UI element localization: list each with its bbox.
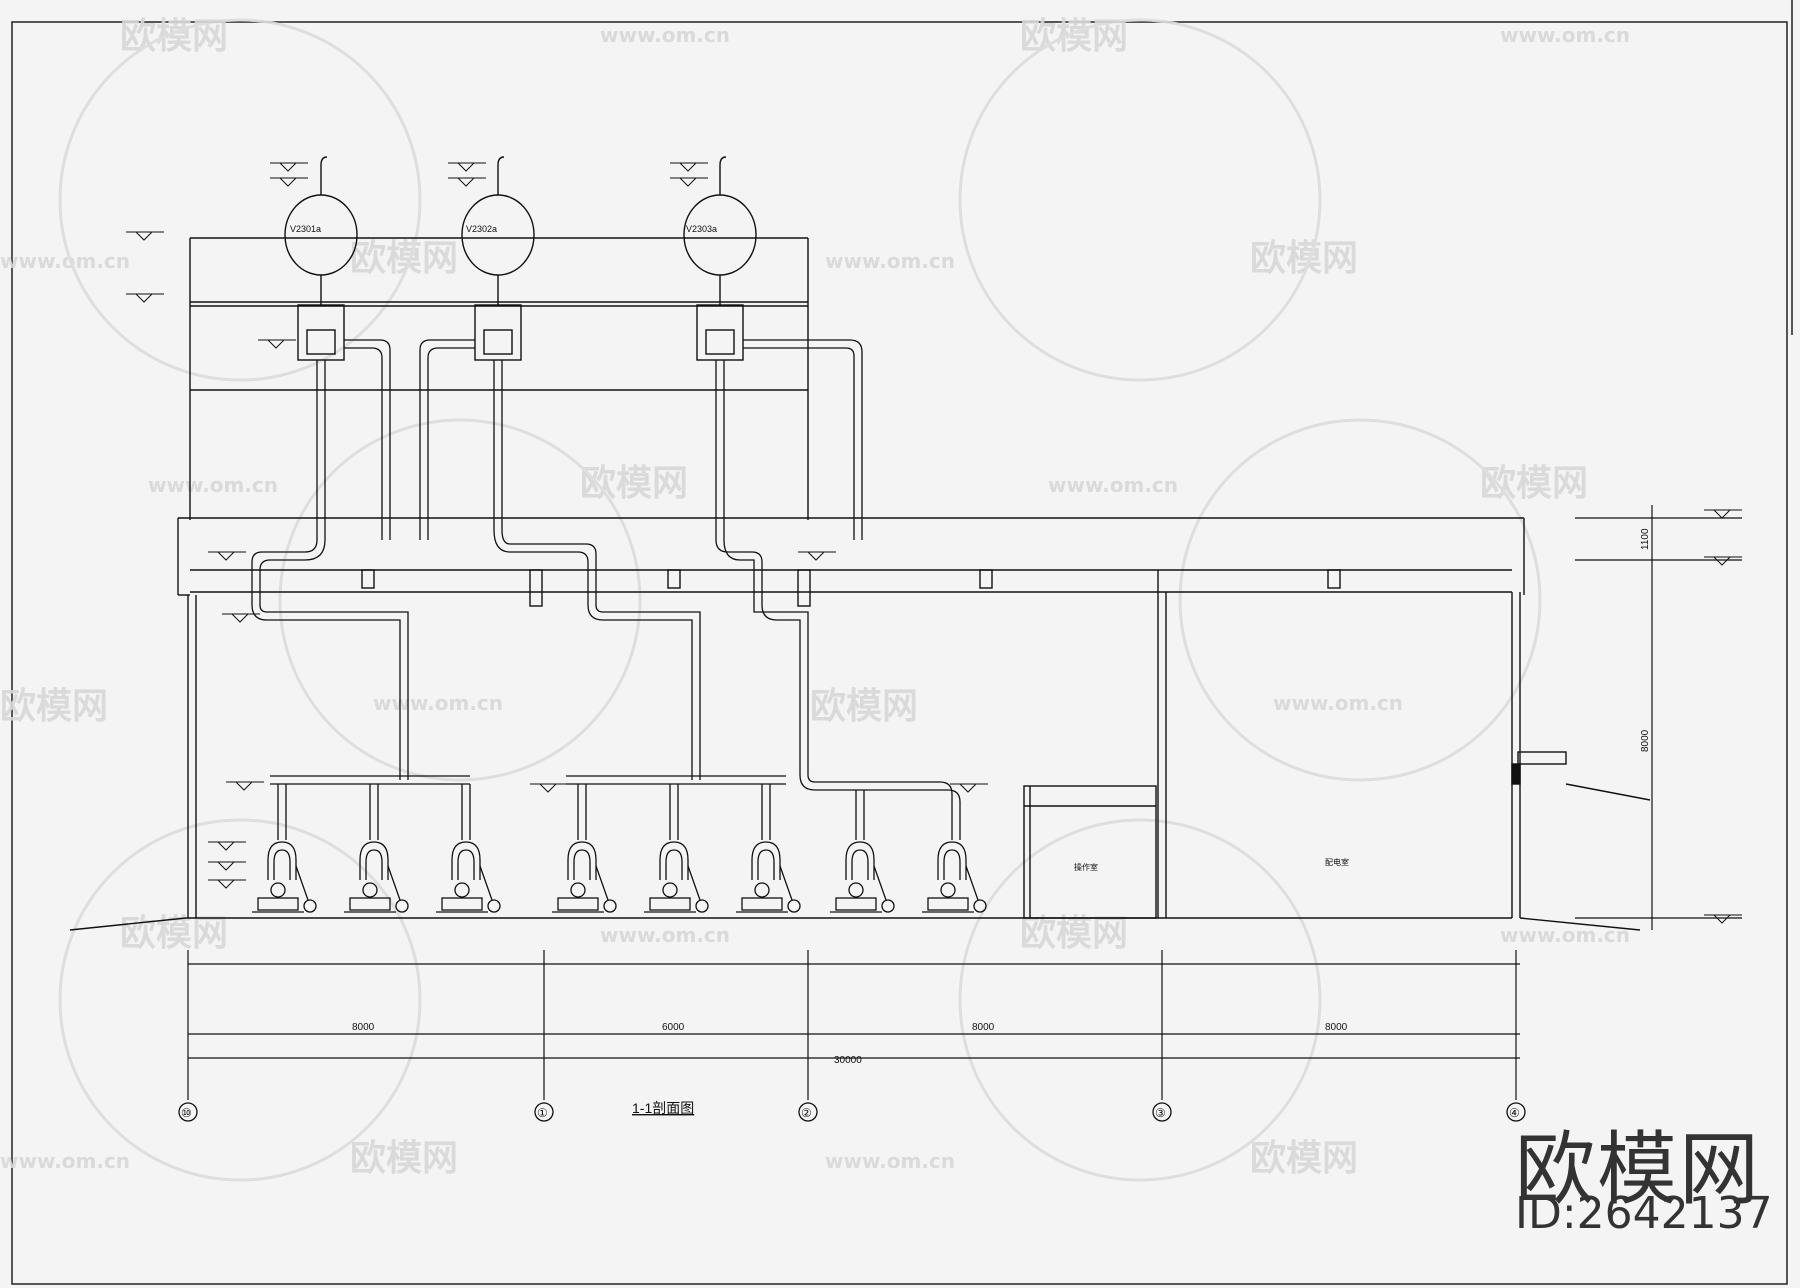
watermark-url: www.om.cn	[148, 473, 278, 497]
watermark-arc	[58, 18, 422, 382]
level-marker	[270, 177, 308, 187]
watermark-url: www.om.cn	[1500, 23, 1630, 47]
watermark-url: www.om.cn	[0, 249, 130, 273]
pump	[344, 841, 409, 913]
id-label: ID:2642137	[1515, 1188, 1773, 1239]
level-marker	[222, 613, 260, 623]
level-marker	[950, 783, 988, 793]
structure	[69, 237, 1651, 931]
level-marker	[1704, 556, 1742, 566]
level-marker	[670, 177, 708, 187]
vessels	[284, 156, 757, 361]
pump	[436, 841, 501, 913]
dim-span-3: 8000	[972, 1022, 995, 1033]
watermark-brand: 欧模网	[350, 1138, 458, 1179]
watermark-arc	[1178, 418, 1542, 782]
pipes	[251, 339, 961, 840]
axis-label-1: ①	[537, 1106, 548, 1120]
dim-height-main: 8000	[1640, 729, 1651, 752]
level-marker	[1704, 914, 1742, 924]
pump	[644, 841, 709, 913]
dim-span-2: 6000	[662, 1022, 685, 1033]
level-marker	[126, 293, 164, 303]
dim-total: 30000	[834, 1055, 862, 1066]
level-marker	[208, 861, 246, 871]
watermark-arc	[958, 18, 1322, 382]
room-label-distribution: 配电室	[1325, 857, 1349, 867]
level-marker	[448, 177, 486, 187]
dim-span-1: 8000	[352, 1022, 375, 1033]
pump	[252, 841, 317, 913]
level-marker	[270, 162, 308, 172]
watermark-brand: 欧模网	[810, 686, 918, 727]
axis-label-4: ④	[1509, 1106, 1520, 1120]
level-marker	[670, 162, 708, 172]
level-marker	[530, 783, 568, 793]
dim-height-upper: 1100	[1640, 528, 1651, 550]
watermark-url: www.om.cn	[825, 249, 955, 273]
level-marker	[208, 551, 246, 561]
watermark-url: www.om.cn	[0, 1149, 130, 1173]
level-marker	[798, 551, 836, 561]
axis-label-0: ⑩	[181, 1106, 192, 1120]
dim-span-4: 8000	[1325, 1022, 1348, 1033]
watermark-url: www.om.cn	[600, 23, 730, 47]
vessel-v2302a	[461, 156, 535, 361]
watermark-brand: 欧模网	[1250, 1138, 1358, 1179]
watermark-url: www.om.cn	[1048, 473, 1178, 497]
level-marker	[208, 841, 246, 851]
level-marker	[208, 879, 246, 889]
level-marker	[258, 339, 296, 349]
pump	[830, 841, 895, 913]
vessel-label-2: V2302a	[466, 224, 497, 234]
axis-label-2: ②	[801, 1106, 812, 1120]
pump	[736, 841, 801, 913]
brand-watermark: 欧模网	[1515, 1123, 1761, 1216]
pump	[922, 841, 987, 913]
watermark-url: www.om.cn	[600, 923, 730, 947]
pump	[552, 841, 617, 913]
level-marker	[126, 231, 164, 241]
dimension-lines	[187, 505, 1742, 1100]
vessel-v2301a	[284, 156, 358, 361]
watermark-url: www.om.cn	[825, 1149, 955, 1173]
watermark-arc	[58, 818, 422, 1182]
axis-label-3: ③	[1155, 1106, 1166, 1120]
section-title: 1-1剖面图	[632, 1100, 694, 1116]
watermark-url: www.om.cn	[1273, 691, 1403, 715]
vessel-v2303a	[683, 156, 757, 361]
watermark-url: www.om.cn	[373, 691, 503, 715]
watermark-brand: 欧模网	[1020, 913, 1128, 954]
level-marker	[1704, 509, 1742, 519]
level-marker	[226, 781, 264, 791]
vessel-label-3: V2303a	[686, 224, 717, 234]
watermark-layer: 欧模网欧模网欧模网欧模网欧模网欧模网欧模网欧模网欧模网欧模网欧模网欧模网www.…	[0, 16, 1630, 1182]
vessel-label-1: V2301a	[290, 224, 321, 234]
axis-bubbles	[178, 1102, 1526, 1122]
watermark-brand: 欧模网	[0, 686, 108, 727]
room-label-operation: 操作室	[1074, 862, 1098, 872]
watermark-arc	[278, 418, 642, 782]
drawing-frame	[11, 21, 1788, 1285]
level-marker	[448, 162, 486, 172]
level-markers	[126, 162, 1742, 924]
watermark-arc	[958, 818, 1322, 1182]
pumps	[252, 841, 987, 913]
